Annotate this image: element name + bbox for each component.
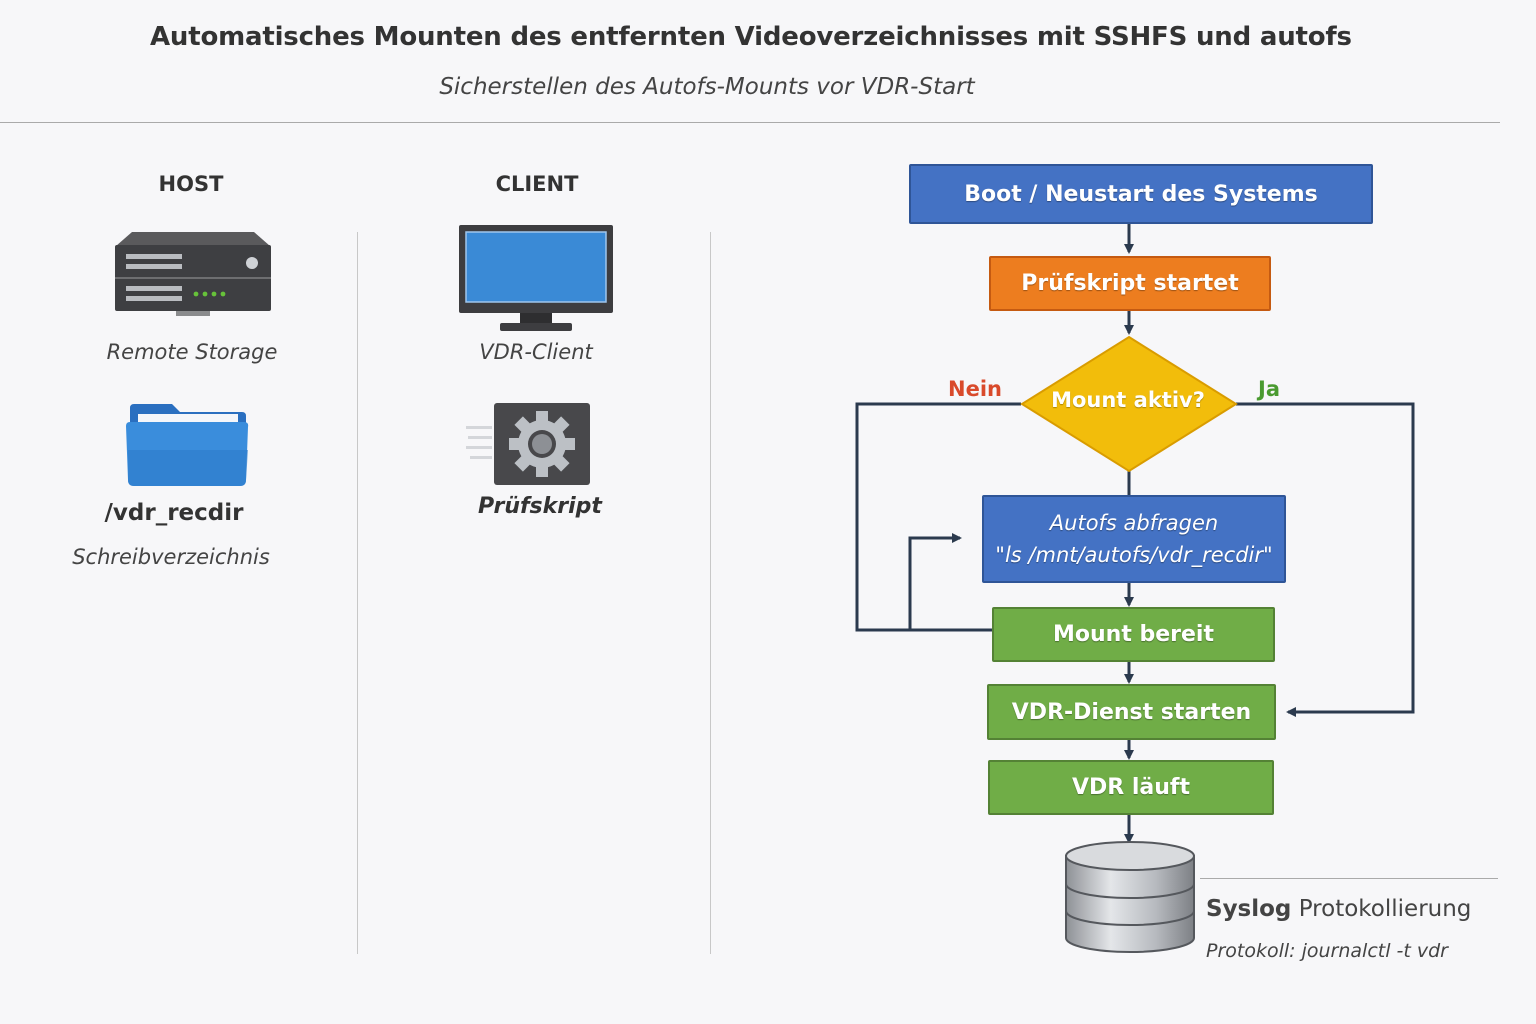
syslog-divider xyxy=(1200,878,1498,879)
autofs-query-step: Autofs abfragen "ls /mnt/autofs/vdr_recd… xyxy=(982,495,1286,583)
host-heading: HOST xyxy=(158,172,224,196)
boot-step: Boot / Neustart des Systems xyxy=(909,164,1373,224)
syslog-title-bold: Syslog xyxy=(1206,896,1292,922)
syslog-title-rest: Protokollierung xyxy=(1298,896,1472,922)
mount-active-question: Mount aktiv? xyxy=(1051,388,1205,412)
branch-no-label: Nein xyxy=(948,377,1002,401)
script-start-step: Prüfskript startet xyxy=(989,256,1271,311)
syslog-subtitle: Protokoll: journalctl -t vdr xyxy=(1206,940,1448,962)
syslog-title: Syslog Protokollierung xyxy=(1206,896,1471,922)
folder-icon xyxy=(126,404,249,486)
folder-description: Schreibverzeichnis xyxy=(72,545,270,569)
vdr-running-step: VDR läuft xyxy=(988,760,1274,815)
monitor-icon xyxy=(459,225,613,331)
autofs-query-line2: "ls /mnt/autofs/vdr_recdir" xyxy=(995,543,1273,567)
database-icon xyxy=(1065,841,1195,953)
column-divider xyxy=(710,232,711,954)
column-divider xyxy=(357,232,358,954)
pruefskript-label: Prüfskript xyxy=(478,494,602,519)
vdr-client-label: VDR-Client xyxy=(479,340,593,364)
page-title: Automatisches Mounten des entfernten Vid… xyxy=(150,22,1352,52)
start-service-step: VDR-Dienst starten xyxy=(987,684,1276,740)
page-subtitle: Sicherstellen des Autofs-Mounts vor VDR-… xyxy=(439,74,975,100)
remote-storage-label: Remote Storage xyxy=(106,340,278,364)
script-gear-icon xyxy=(466,403,590,485)
decision-diamond xyxy=(1020,335,1238,473)
client-heading: CLIENT xyxy=(495,172,579,196)
mount-ready-step: Mount bereit xyxy=(992,607,1275,662)
folder-path-label: /vdr_recdir xyxy=(104,500,244,526)
branch-yes-label: Ja xyxy=(1258,377,1280,401)
server-icon xyxy=(115,232,271,316)
header-divider xyxy=(0,122,1500,123)
autofs-query-line1: Autofs abfragen xyxy=(1049,511,1219,535)
